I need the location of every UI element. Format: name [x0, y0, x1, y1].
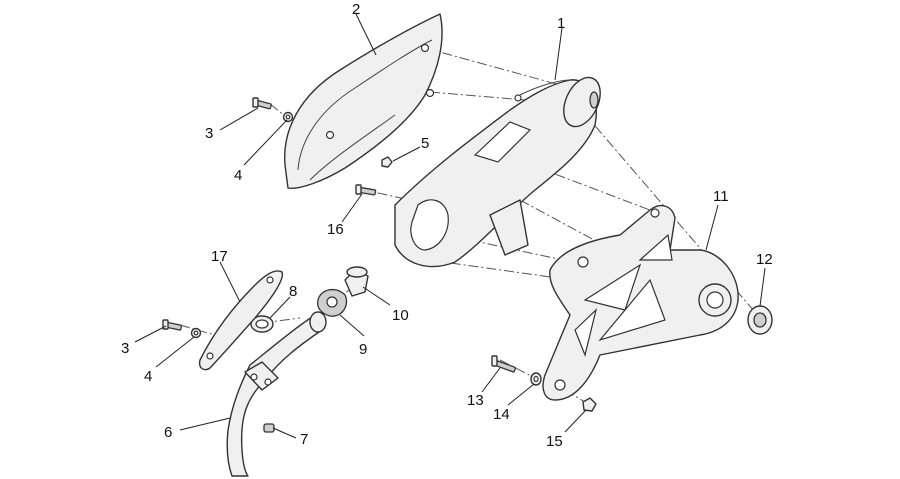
callout-1: 1 — [557, 15, 565, 32]
screw-16 — [355, 184, 377, 196]
callout-15: 15 — [546, 433, 563, 450]
washer-14 — [530, 372, 542, 386]
callout-4-lower: 4 — [144, 368, 152, 385]
washer-4-upper — [282, 111, 294, 123]
exhaust-clamp — [316, 288, 348, 317]
callout-17: 17 — [211, 248, 228, 265]
exhaust-gasket — [344, 266, 369, 297]
nut-15 — [582, 397, 597, 412]
spacer-ring — [747, 305, 773, 335]
silencer — [394, 76, 601, 268]
callout-3-lower: 3 — [121, 340, 129, 357]
callout-4-upper: 4 — [234, 167, 242, 184]
callout-14: 14 — [493, 406, 510, 423]
callout-5: 5 — [421, 135, 429, 152]
stud — [263, 423, 275, 433]
callout-11: 11 — [713, 188, 729, 205]
screw-3-upper — [252, 97, 272, 110]
screw-3-lower — [162, 319, 183, 331]
side-shield — [198, 270, 284, 371]
silencer-bracket — [542, 204, 739, 401]
callout-labels: 1 2 3 4 5 16 11 12 17 8 10 9 3 4 6 7 13 … — [121, 1, 773, 450]
callout-10: 10 — [392, 307, 409, 324]
screw-13 — [491, 355, 517, 373]
washer-4-lower — [190, 327, 202, 339]
callout-7: 7 — [300, 431, 308, 448]
callout-3-upper: 3 — [205, 125, 213, 142]
callout-13: 13 — [467, 392, 484, 409]
heat-shield — [283, 13, 443, 189]
o-ring — [250, 315, 274, 333]
callout-12: 12 — [756, 251, 773, 268]
leader-lines — [134, 13, 766, 439]
callout-9: 9 — [359, 341, 367, 358]
nut-5 — [381, 156, 393, 168]
callout-8: 8 — [289, 283, 297, 300]
callout-16: 16 — [327, 221, 344, 238]
exhaust-pipe — [226, 311, 327, 477]
callout-2: 2 — [352, 1, 360, 18]
callout-6: 6 — [164, 424, 172, 441]
